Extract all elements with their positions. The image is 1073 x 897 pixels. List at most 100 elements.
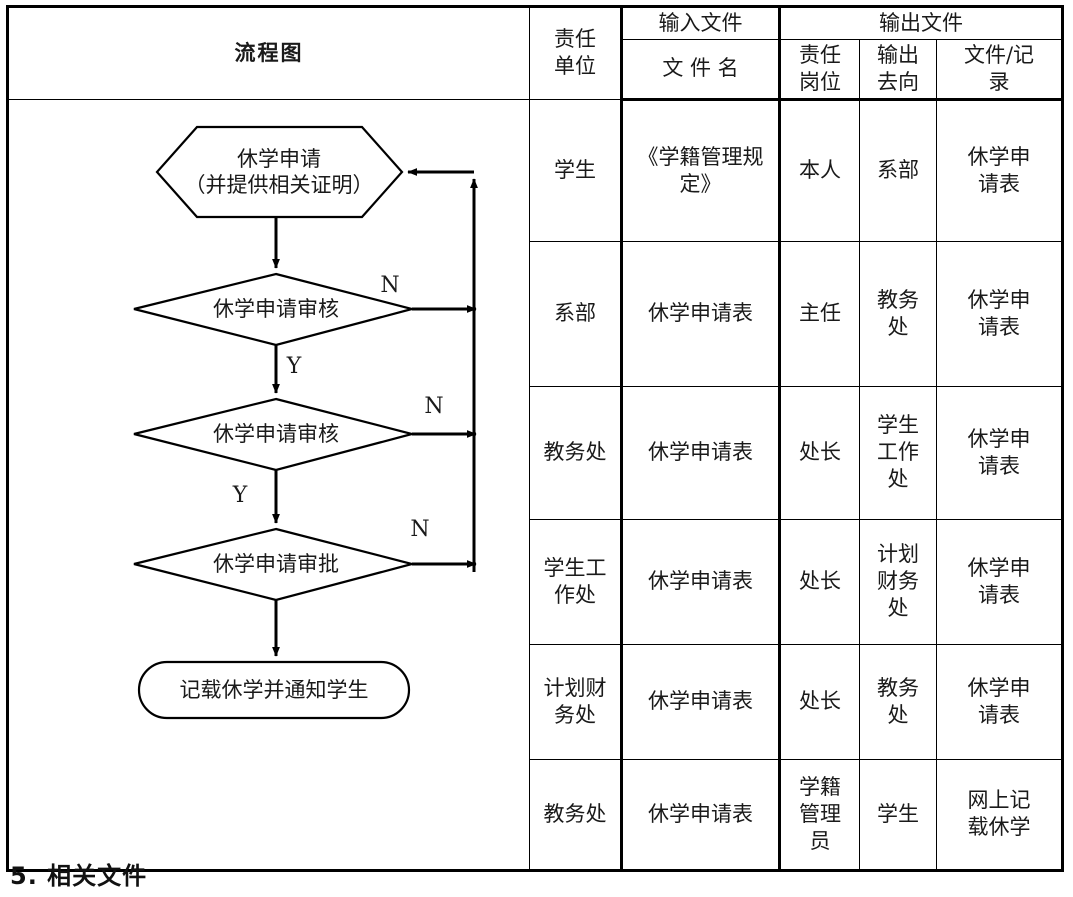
node-start-hexagon <box>155 125 404 218</box>
header-responsible-post-line2: 岗位 <box>799 69 841 94</box>
cell-record-1-line1: 休学申 <box>967 287 1031 312</box>
cell-file-3: 休学申请表 <box>621 518 781 645</box>
node-approve-diamond <box>133 527 417 601</box>
cell-record-3-line1: 休学申 <box>967 555 1031 580</box>
cell-dest-0: 系部 <box>859 98 937 242</box>
header-responsible-post: 责任 岗位 <box>779 38 860 101</box>
cell-unit-0: 学生 <box>529 98 623 242</box>
cell-post-3: 处长 <box>779 518 860 645</box>
header-output-file-group: 输出文件 <box>779 5 1064 40</box>
cell-unit-1: 系部 <box>529 240 623 387</box>
cell-dest-4-line2: 处 <box>887 702 909 727</box>
table-row: 教务处 休学申请表 处长 学生 工作 处 休学申 请表 <box>8 385 1064 520</box>
cell-dest-3-line1: 计划 <box>877 542 919 567</box>
cell-dest-2-line1: 学生 <box>877 413 919 438</box>
table-header-row-1: 流程图 责任 单位 输入文件 输出文件 <box>6 5 1064 100</box>
table-row: 休学申请 （并提供相关证明） 休学申请审核 休学申请审核 休学申请审批 记载休学… <box>6 98 1064 872</box>
cell-dest-1: 教务 处 <box>859 240 937 387</box>
table-row: 计划财 务处 休学申请表 处长 教务 处 休学申 请表 <box>8 643 1064 760</box>
cell-dest-2-line3: 处 <box>887 467 909 492</box>
cell-post-4: 处长 <box>779 643 860 760</box>
header-file-record-line1: 文件/记 <box>963 42 1035 67</box>
section-caption: 5. 相关文件 <box>10 862 148 890</box>
cell-unit-4-line1: 计划财 <box>543 675 607 700</box>
cell-record-1: 休学申 请表 <box>936 240 1064 387</box>
cell-post-5-line1: 学籍 <box>799 774 841 799</box>
cell-record-2-line1: 休学申 <box>967 426 1031 451</box>
cell-unit-4: 计划财 务处 <box>529 643 623 760</box>
cell-record-0-line2: 请表 <box>978 171 1020 196</box>
cell-record-3: 休学申 请表 <box>936 518 1064 645</box>
cell-record-0: 休学申 请表 <box>936 98 1064 242</box>
cell-file-5: 休学申请表 <box>621 758 781 872</box>
header-output-destination-line1: 输出 <box>877 42 919 67</box>
header-output-destination-line2: 去向 <box>877 69 919 94</box>
cell-post-5-line3: 员 <box>809 828 831 853</box>
header-responsible-unit: 责任 单位 <box>529 5 623 100</box>
cell-record-5-line1: 网上记 <box>967 788 1031 813</box>
header-file-name: 文 件 名 <box>621 38 781 101</box>
flowchart-canvas: 休学申请 （并提供相关证明） 休学申请审核 休学申请审核 休学申请审批 记载休学… <box>12 102 526 867</box>
cell-dest-1-line2: 处 <box>887 314 909 339</box>
cell-unit-4-line2: 务处 <box>554 702 596 727</box>
cell-record-1-line2: 请表 <box>978 314 1020 339</box>
cell-dest-2: 学生 工作 处 <box>859 385 937 520</box>
table-row: 学生工 作处 休学申请表 处长 计划 财务 处 休学申 请表 <box>8 518 1064 645</box>
cell-post-1: 主任 <box>779 240 860 387</box>
node-review2-diamond <box>133 397 417 471</box>
header-responsible-post-line1: 责任 <box>799 42 841 67</box>
flowchart-title-cell: 流程图 <box>6 5 530 100</box>
cell-file-1: 休学申请表 <box>621 240 781 387</box>
cell-dest-4-line1: 教务 <box>877 675 919 700</box>
cell-record-5-line2: 载休学 <box>967 815 1031 840</box>
cell-file-0: 《学籍管理规 定》 <box>621 98 781 242</box>
cell-dest-1-line1: 教务 <box>877 287 919 312</box>
branch-label-no-2: N <box>424 393 444 419</box>
header-responsible-unit-line1: 责任 <box>554 27 596 52</box>
cell-record-2: 休学申 请表 <box>936 385 1064 520</box>
flowchart-svg <box>133 125 478 719</box>
cell-post-5-line2: 管理 <box>799 801 841 826</box>
branch-label-yes-1: Y <box>286 353 302 379</box>
branch-label-no-1: N <box>380 272 400 298</box>
cell-post-5: 学籍 管理 员 <box>779 758 860 872</box>
header-file-record-line2: 录 <box>988 69 1010 94</box>
cell-dest-3-line3: 处 <box>887 596 909 621</box>
cell-dest-4: 教务 处 <box>859 643 937 760</box>
cell-dest-3-line2: 财务 <box>877 569 919 594</box>
header-input-file-group: 输入文件 <box>621 5 781 40</box>
header-responsible-unit-line2: 单位 <box>554 54 596 79</box>
cell-record-3-line2: 请表 <box>978 582 1020 607</box>
cell-record-5: 网上记 载休学 <box>936 758 1064 872</box>
cell-post-2: 处长 <box>779 385 860 520</box>
node-review1-diamond <box>133 272 417 346</box>
node-end-stadium <box>137 660 411 719</box>
cell-dest-2-line2: 工作 <box>877 440 919 465</box>
flowchart-cell: 休学申请 （并提供相关证明） 休学申请审核 休学申请审核 休学申请审批 记载休学… <box>6 98 530 872</box>
header-file-record: 文件/记 录 <box>936 38 1064 101</box>
cell-unit-0-text: 学生 <box>554 157 596 182</box>
cell-record-2-line2: 请表 <box>978 453 1020 478</box>
cell-record-4-line1: 休学申 <box>967 675 1031 700</box>
cell-file-2: 休学申请表 <box>621 385 781 520</box>
branch-label-no-3: N <box>410 516 430 542</box>
cell-unit-3-line1: 学生工 <box>543 555 607 580</box>
cell-record-0-line1: 休学申 <box>967 144 1031 169</box>
cell-record-4-line2: 请表 <box>978 702 1020 727</box>
process-flow-table: 流程图 责任 单位 输入文件 输出文件 文 件 名 责任 岗位 输出 去向 <box>6 5 1064 872</box>
table-row: 教务处 休学申请表 学籍 管理 员 学生 网上记 载休学 <box>8 758 1064 872</box>
cell-dest-5: 学生 <box>859 758 937 872</box>
cell-file-0-line2: 定》 <box>679 171 722 196</box>
branch-label-yes-2: Y <box>232 482 248 508</box>
cell-unit-3-line2: 作处 <box>554 582 596 607</box>
cell-post-0: 本人 <box>779 98 860 242</box>
cell-unit-5: 教务处 <box>529 758 623 872</box>
cell-file-0-line1: 《学籍管理规 <box>637 144 764 169</box>
header-output-destination: 输出 去向 <box>859 38 937 101</box>
table-header-row-2: 文 件 名 责任 岗位 输出 去向 文件/记 录 <box>8 38 1064 101</box>
table-row: 系部 休学申请表 主任 教务 处 休学申 请表 <box>8 240 1064 387</box>
cell-unit-3: 学生工 作处 <box>529 518 623 645</box>
cell-unit-2: 教务处 <box>529 385 623 520</box>
cell-dest-3: 计划 财务 处 <box>859 518 937 645</box>
